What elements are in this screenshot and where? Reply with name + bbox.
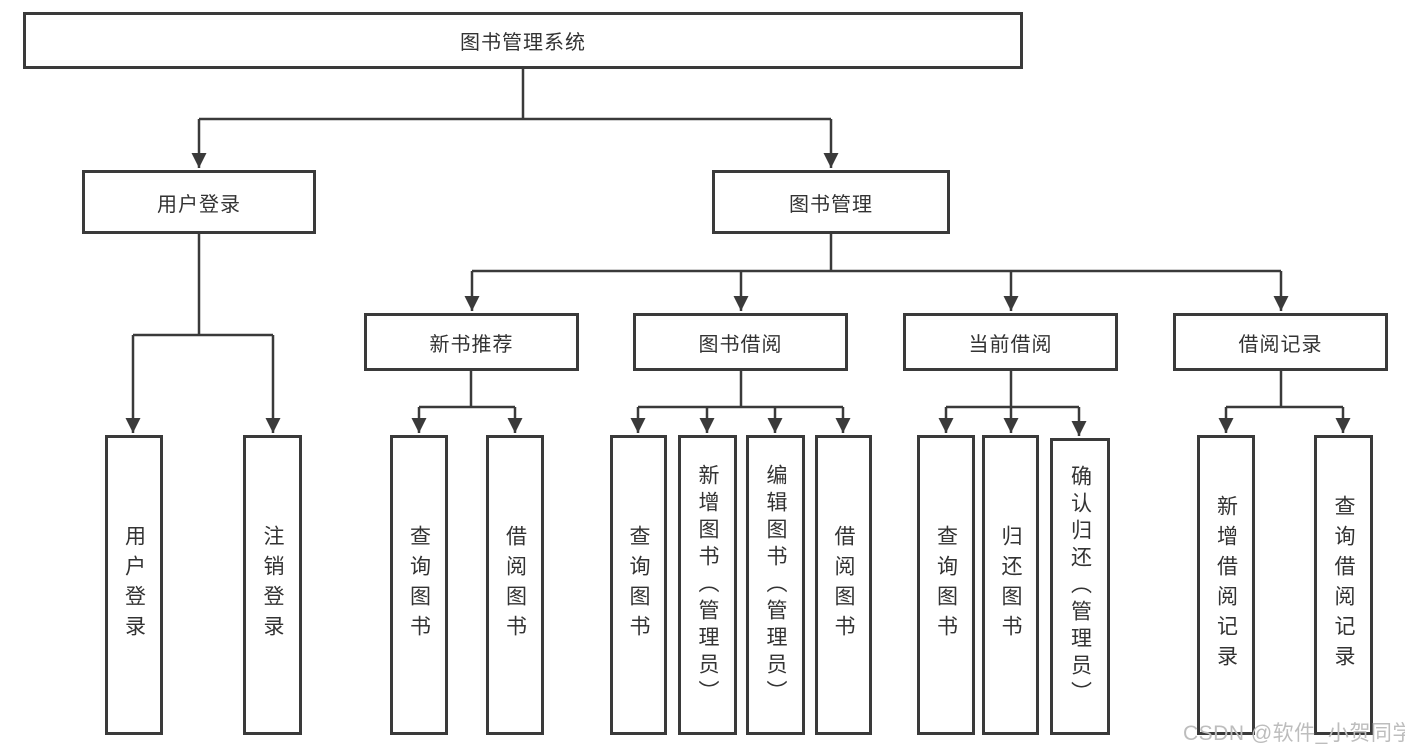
node-new-book-recommend: 新书推荐: [364, 313, 579, 371]
leaf-user-login: 用户登录: [105, 435, 163, 735]
node-current-borrow: 当前借阅: [903, 313, 1118, 371]
leaf-borrow-query-books: 查询图书: [610, 435, 667, 735]
leaf-records-add-record: 新增借阅记录: [1197, 435, 1255, 735]
leaf-borrow-edit-books-admin: 编辑图书（管理员）: [746, 435, 805, 735]
leaf-newbook-borrow-books: 借阅图书: [486, 435, 544, 735]
leaf-current-query-books: 查询图书: [917, 435, 975, 735]
node-user-login-branch: 用户登录: [82, 170, 316, 234]
leaf-current-return-books: 归还图书: [982, 435, 1039, 735]
leaf-newbook-query-books: 查询图书: [390, 435, 448, 735]
leaf-current-confirm-return-admin: 确认归还（管理员）: [1050, 438, 1110, 735]
leaf-borrow-borrow-books: 借阅图书: [815, 435, 872, 735]
leaf-borrow-add-books-admin: 新增图书（管理员）: [678, 435, 737, 735]
leaf-logout: 注销登录: [243, 435, 302, 735]
node-book-management: 图书管理: [712, 170, 950, 234]
node-root: 图书管理系统: [23, 12, 1023, 69]
node-borrow-records: 借阅记录: [1173, 313, 1388, 371]
node-book-borrow: 图书借阅: [633, 313, 848, 371]
watermark: CSDN @软件_小贺同学: [1183, 722, 1405, 745]
leaf-records-query-record: 查询借阅记录: [1314, 435, 1373, 735]
